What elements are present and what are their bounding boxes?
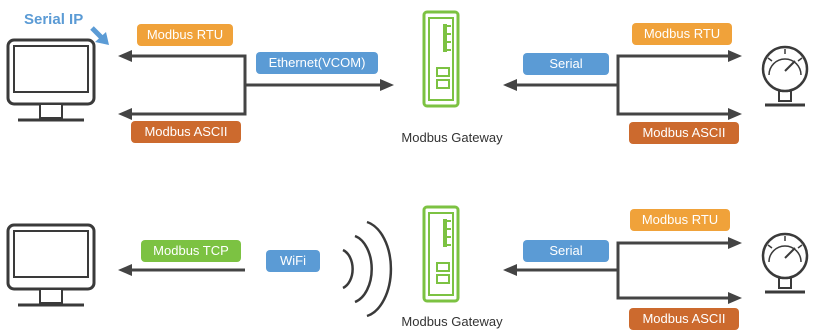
bottom-gateway-caption: Modbus Gateway xyxy=(401,314,503,329)
ethernet-vcom-label: Ethernet(VCOM) xyxy=(256,52,378,74)
gateway-device-icon xyxy=(422,10,460,108)
bottom-right-arrowheads xyxy=(503,237,742,304)
bottom-right-modbus-rtu-label: Modbus RTU xyxy=(630,209,730,231)
monitor-icon xyxy=(6,38,96,122)
bottom-right-modbus-ascii-label: Modbus ASCII xyxy=(629,308,739,330)
top-gateway-caption: Modbus Gateway xyxy=(401,130,503,145)
wifi-label: WiFi xyxy=(266,250,320,272)
top-left-modbus-ascii-label: Modbus ASCII xyxy=(131,121,241,143)
top-left-connector xyxy=(130,54,382,116)
arrow-icon xyxy=(90,26,109,45)
pressure-gauge-icon xyxy=(761,232,809,294)
gateway-device-icon xyxy=(422,205,460,303)
wireless-signal-icon xyxy=(342,220,393,318)
tcp-arrowhead xyxy=(118,264,132,276)
modbus-tcp-label: Modbus TCP xyxy=(141,240,241,262)
top-left-modbus-rtu-label: Modbus RTU xyxy=(137,24,233,46)
bottom-right-connector xyxy=(515,241,730,300)
top-serial-label: Serial xyxy=(523,53,609,75)
top-right-arrowheads xyxy=(503,50,742,120)
top-right-modbus-ascii-label: Modbus ASCII xyxy=(629,122,739,144)
top-right-modbus-rtu-label: Modbus RTU xyxy=(632,23,732,45)
bottom-serial-label: Serial xyxy=(523,240,609,262)
monitor-icon xyxy=(6,223,96,307)
serial-ip-label: Serial IP xyxy=(24,11,84,28)
top-right-connector xyxy=(515,54,730,116)
pressure-gauge-icon xyxy=(761,45,809,107)
top-left-arrowheads xyxy=(118,50,394,120)
